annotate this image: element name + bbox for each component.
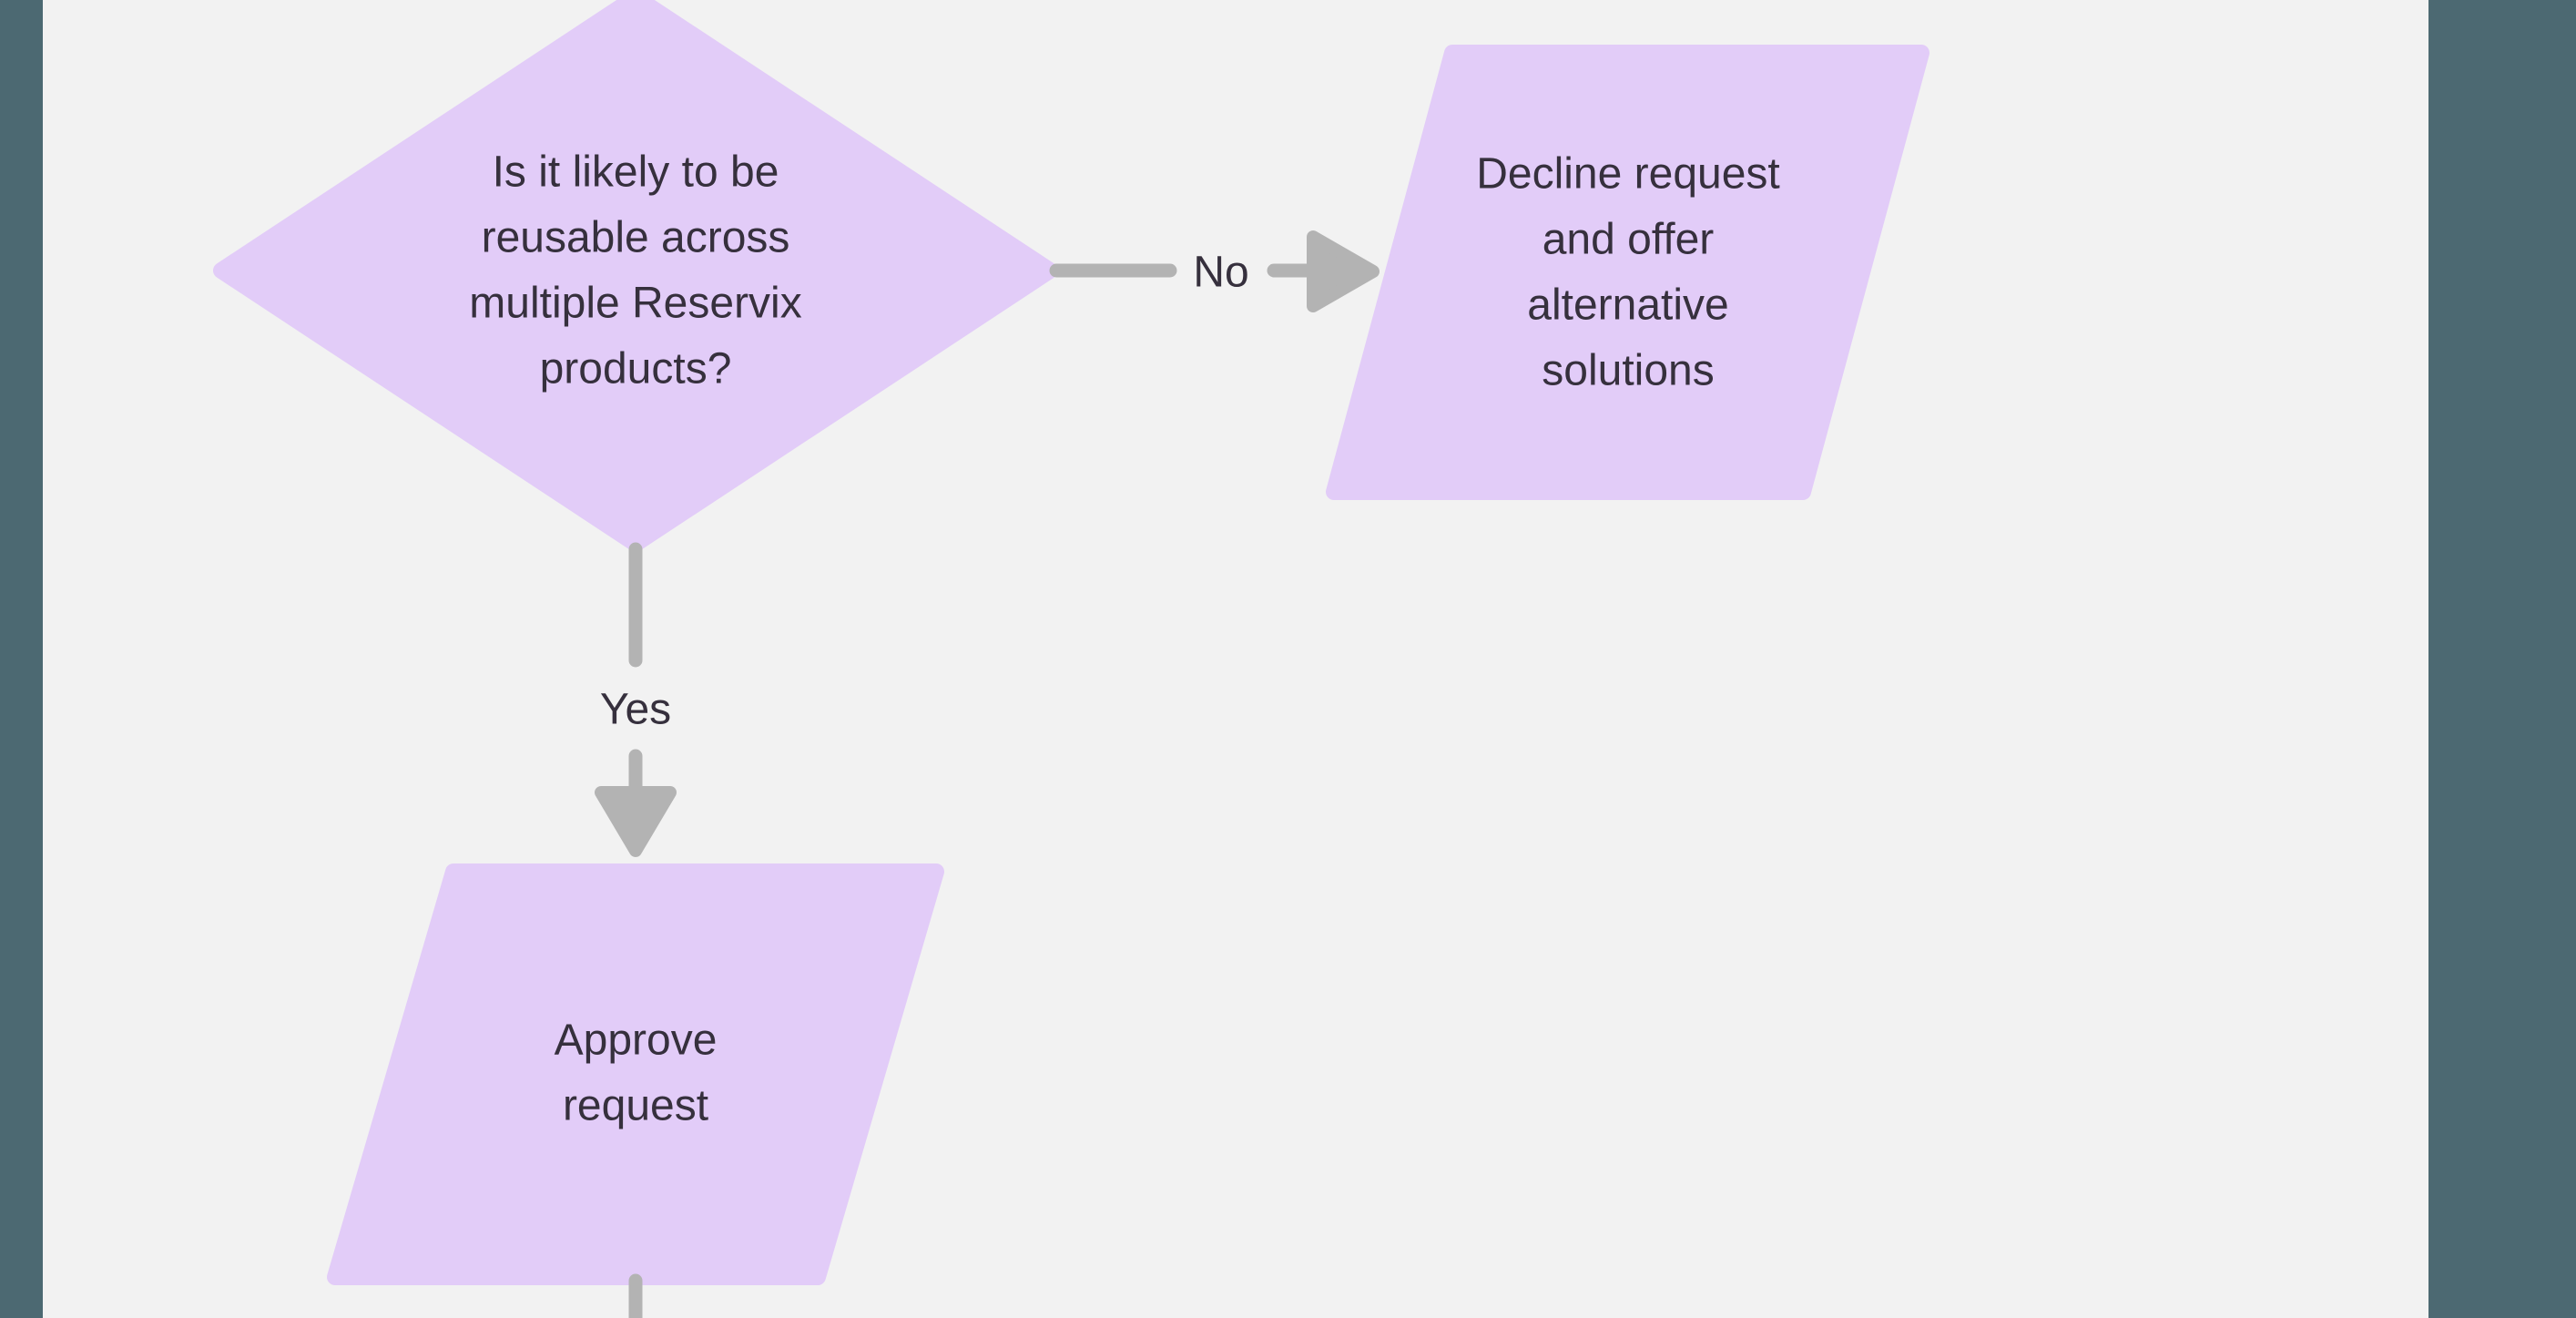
decline-shape[interactable] <box>1326 45 1929 500</box>
approve-text-line: Approve <box>555 1017 718 1065</box>
decision-text-line: reusable across <box>482 214 790 262</box>
decision-text-line: Is it likely to be <box>493 148 779 197</box>
decision-text-line: products? <box>540 345 732 393</box>
decision-text-line: multiple Reservix <box>469 280 801 328</box>
diamond-shape[interactable] <box>213 0 1058 552</box>
no-label[interactable]: No <box>1193 249 1248 297</box>
decline-text-line: solutions <box>1542 347 1714 395</box>
right-frame-bar <box>2428 0 2576 1318</box>
decline-text-line: Decline request <box>1476 150 1780 199</box>
approve-text-line: request <box>563 1082 708 1130</box>
decline-text-line: and offer <box>1543 216 1715 264</box>
approve-parallelogram-node[interactable]: Approve request <box>327 863 944 1285</box>
arrowhead-down-icon <box>595 786 677 857</box>
approve-shape[interactable] <box>327 863 944 1285</box>
left-frame-bar <box>0 0 43 1318</box>
yes-connector[interactable]: Yes <box>595 542 677 857</box>
no-connector[interactable]: No <box>1049 230 1380 312</box>
decline-text-line: alternative <box>1527 281 1728 330</box>
yes-label[interactable]: Yes <box>600 686 671 734</box>
arrowhead-right-icon <box>1307 230 1380 312</box>
decline-parallelogram-node[interactable]: Decline request and offer alternative so… <box>1326 45 1929 500</box>
decision-diamond-node[interactable]: Is it likely to be reusable across multi… <box>213 0 1058 552</box>
